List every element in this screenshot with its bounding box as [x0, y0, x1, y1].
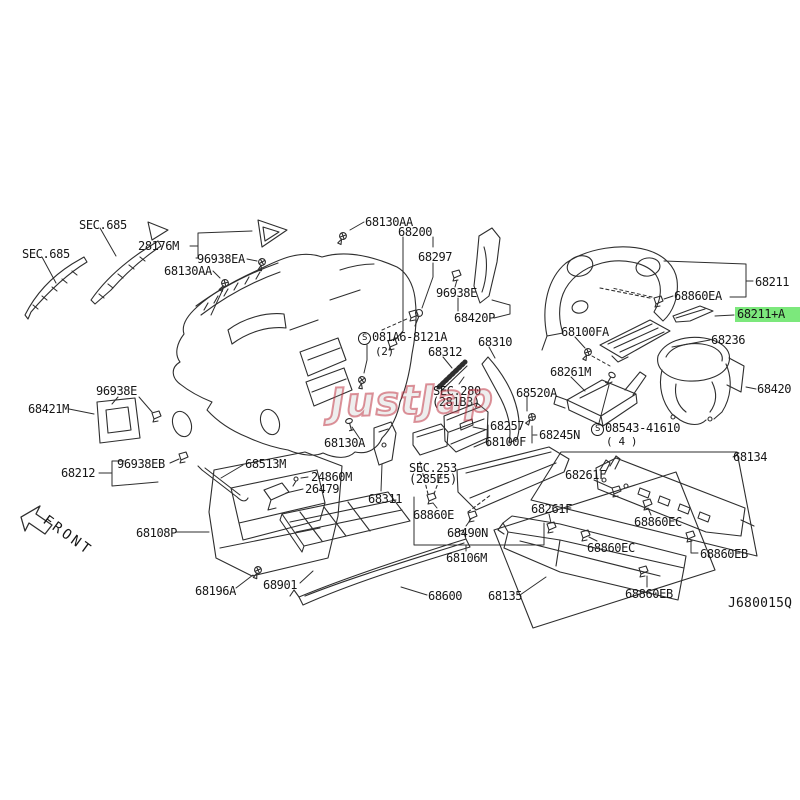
- windshield-trim-strips: [25, 220, 287, 319]
- part-label-68130AA-top[interactable]: 68130AA: [365, 215, 413, 229]
- part-label-68312[interactable]: 68312: [428, 345, 463, 359]
- part-label-68106M[interactable]: 68106M: [446, 551, 487, 565]
- pillar-garnish-68310: [437, 357, 519, 443]
- part-label-68901[interactable]: 68901: [263, 578, 298, 592]
- sec-ref-280-sub[interactable]: (281B3): [432, 395, 480, 409]
- part-label-96938E-upper[interactable]: 96938E: [436, 286, 477, 300]
- part-label-68310[interactable]: 68310: [478, 335, 513, 349]
- part-label-96938EA[interactable]: 96938EA: [197, 252, 245, 266]
- part-label-68513M[interactable]: 68513M: [245, 457, 286, 471]
- part-label-68311[interactable]: 68311: [368, 492, 403, 506]
- part-label-68261M[interactable]: 68261M: [550, 365, 591, 379]
- part-label-68860E[interactable]: 68860E: [413, 508, 454, 522]
- part-label-96938EB[interactable]: 96938EB: [117, 457, 165, 471]
- part-label-68245N[interactable]: 68245N: [539, 428, 580, 442]
- part-label-68236[interactable]: 68236: [711, 333, 746, 347]
- lower-right-groups: [494, 452, 757, 628]
- cluster-lid-68211: [542, 247, 677, 350]
- part-label-68600[interactable]: 68600: [428, 589, 463, 603]
- sec-ref-685-a[interactable]: SEC.685: [79, 218, 127, 232]
- part-label-68200[interactable]: 68200: [398, 225, 433, 239]
- part-label-68135[interactable]: 68135: [488, 589, 523, 603]
- part-label-68100FA[interactable]: 68100FA: [561, 325, 609, 339]
- display-hood-68420: [658, 337, 744, 424]
- bracket-68261M: [523, 346, 646, 426]
- part-label-68130AA-left[interactable]: 68130AA: [164, 264, 212, 278]
- part-label-26479[interactable]: 26479: [305, 482, 340, 496]
- finisher-68211A-and-vent-68236: [600, 306, 713, 362]
- part-label-68134[interactable]: 68134: [733, 450, 768, 464]
- part-label-68211A-highlighted[interactable]: 68211+A: [735, 307, 800, 322]
- part-label-68108P[interactable]: 68108P: [136, 526, 177, 540]
- fastener-qty-081A6: (2): [375, 345, 394, 358]
- part-label-68420[interactable]: 68420: [757, 382, 792, 396]
- part-label-96938E-left[interactable]: 96938E: [96, 384, 137, 398]
- sec-ref-685-b[interactable]: SEC.685: [22, 247, 70, 261]
- part-label-68261F-b[interactable]: 68261F: [531, 502, 572, 516]
- part-label-28176M[interactable]: 28176M: [138, 239, 179, 253]
- part-label-68520A[interactable]: 68520A: [516, 386, 557, 400]
- part-label-68860EB-a[interactable]: 68860EB: [700, 547, 748, 561]
- diagram-code: J680015Q: [728, 596, 793, 611]
- part-label-68860EB-b[interactable]: 68860EB: [625, 587, 673, 601]
- part-label-68297[interactable]: 68297: [418, 250, 453, 264]
- part-label-68860EC-b[interactable]: 68860EC: [587, 541, 635, 555]
- side-finisher-68297: [387, 228, 500, 351]
- front-arrow: [21, 506, 52, 534]
- circled-s-icon: S: [591, 423, 604, 436]
- part-label-68211[interactable]: 68211: [755, 275, 790, 289]
- part-label-68261F-a[interactable]: 68261F: [565, 468, 606, 482]
- part-label-68212[interactable]: 68212: [61, 466, 96, 480]
- part-label-68257[interactable]: 68257: [490, 419, 525, 433]
- part-label-24860M[interactable]: 24860M: [311, 470, 352, 484]
- part-label-68490N[interactable]: 68490N: [447, 526, 488, 540]
- sec-ref-253-sub[interactable]: (285E5): [409, 472, 457, 486]
- part-label-68860EA[interactable]: 68860EA: [674, 289, 722, 303]
- sec-ref-280[interactable]: SEC.280: [433, 384, 481, 398]
- center-stack-units: [344, 309, 569, 523]
- part-label-68421M[interactable]: 68421M: [28, 402, 69, 416]
- part-label-68860EC-a[interactable]: 68860EC: [634, 515, 682, 529]
- sec-ref-253[interactable]: SEC.253: [409, 461, 457, 475]
- fastener-qty-08543: ( 4 ): [606, 435, 638, 448]
- leader-lines: [42, 222, 756, 595]
- part-label-68420P[interactable]: 68420P: [454, 311, 495, 325]
- glove-box-housing: [198, 452, 470, 605]
- side-pieces-left: [97, 230, 349, 464]
- part-label-68196A[interactable]: 68196A: [195, 584, 236, 598]
- part-label-68100F[interactable]: 68100F: [485, 435, 526, 449]
- circled-s-icon: S: [358, 332, 371, 345]
- part-label-68130A[interactable]: 68130A: [324, 436, 365, 450]
